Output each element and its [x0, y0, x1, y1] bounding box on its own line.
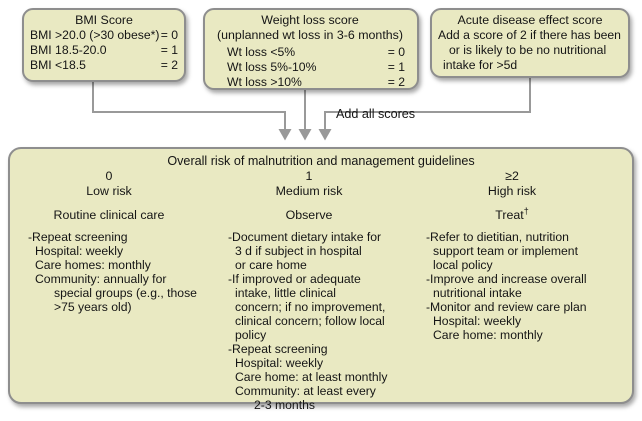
- bmi-row-label: BMI >20.0 (>30 obese*): [30, 28, 160, 42]
- guideline-line: nutritional intake: [433, 286, 522, 301]
- weight-loss-row-label: Wt loss <5%: [227, 45, 296, 59]
- bmi-row-label: BMI <18.5: [30, 58, 86, 72]
- guideline-line: policy: [235, 328, 267, 343]
- high-risk-action: Treat†: [412, 204, 612, 223]
- low-risk-label: Low risk: [86, 184, 132, 198]
- high-risk-action-sup: †: [523, 206, 529, 216]
- weight-loss-score-rows: Wt loss <5% = 0 Wt loss 5%-10% = 1 Wt lo…: [215, 45, 405, 90]
- acute-disease-text-line: intake for >5d: [443, 58, 518, 72]
- low-risk-action: Routine clinical care: [14, 204, 204, 223]
- bmi-box-title: BMI Score: [75, 13, 133, 27]
- weight-loss-row-label: Wt loss >10%: [227, 75, 302, 89]
- low-risk-action-text: Routine clinical care: [53, 208, 165, 223]
- medium-risk-label: Medium risk: [275, 184, 343, 198]
- weight-loss-score-row: Wt loss >10% = 2: [215, 75, 405, 90]
- weight-loss-box-title: Weight loss score: [261, 13, 359, 27]
- guideline-line: or care home: [235, 258, 307, 273]
- weight-loss-box-subtitle: (unplanned wt loss in 3-6 months): [217, 28, 403, 42]
- guideline-line: Community: annually for: [35, 272, 167, 287]
- high-risk-score: ≥2: [505, 169, 519, 183]
- low-risk-column: 0 Low risk Routine clinical care -Repeat…: [14, 169, 204, 314]
- guideline-line: -Repeat screening: [228, 342, 328, 357]
- bmi-row-value: = 1: [160, 43, 178, 57]
- low-risk-guidelines: -Repeat screening Hospital: weekly Care …: [28, 230, 204, 314]
- guideline-line: Hospital: weekly: [235, 356, 324, 371]
- guideline-line: -Repeat screening: [28, 230, 128, 245]
- bmi-row-value: = 0: [160, 28, 178, 42]
- guideline-line: -Document dietary intake for: [228, 230, 382, 245]
- high-risk-action-text: Treat: [495, 208, 524, 223]
- guideline-line: -Refer to dietitian, nutrition: [426, 230, 569, 245]
- weight-loss-row-label: Wt loss 5%-10%: [227, 60, 317, 74]
- guideline-line: special groups (e.g., those: [54, 286, 197, 301]
- guideline-line: -Monitor and review care plan: [426, 300, 587, 315]
- medium-risk-action-text: Observe: [285, 208, 333, 223]
- overall-risk-title: Overall risk of malnutrition and managem…: [167, 154, 475, 168]
- weight-loss-row-value: = 1: [387, 60, 405, 74]
- bmi-row-label: BMI 18.5-20.0: [30, 43, 107, 57]
- medium-risk-column: 1 Medium risk Observe -Document dietary …: [214, 169, 404, 412]
- bmi-score-row: BMI >20.0 (>30 obese*) = 0: [30, 28, 178, 43]
- guideline-line: >75 years old): [54, 300, 132, 315]
- guideline-line: clinical concern; follow local: [235, 314, 385, 329]
- acute-disease-connector-line: [324, 78, 531, 130]
- bmi-score-row: BMI 18.5-20.0 = 1: [30, 43, 178, 58]
- high-risk-column-header: ≥2 High risk Treat†: [412, 169, 612, 223]
- medium-risk-column-header: 1 Medium risk Observe: [214, 169, 404, 223]
- bmi-score-row: BMI <18.5 = 2: [30, 58, 178, 73]
- acute-disease-box-title: Acute disease effect score: [457, 13, 603, 27]
- guideline-line: -If improved or adequate: [228, 272, 361, 287]
- bmi-connector-line: [92, 82, 286, 130]
- guideline-line: Care home: at least monthly: [235, 370, 388, 385]
- acute-disease-text-line: Add a score of 2 if there has been: [438, 28, 621, 42]
- overall-risk-box: Overall risk of malnutrition and managem…: [8, 147, 634, 412]
- guideline-line: 3 d if subject in hospital: [235, 244, 362, 259]
- guideline-line: Care homes: monthly: [35, 258, 151, 273]
- weight-loss-score-box: Weight loss score (unplanned wt loss in …: [203, 8, 419, 90]
- bmi-row-value: = 2: [160, 58, 178, 72]
- guideline-line: Hospital: weekly: [35, 244, 124, 259]
- guideline-line: 2-3 months: [254, 398, 315, 413]
- acute-disease-score-box: Acute disease effect score Add a score o…: [430, 8, 630, 78]
- high-risk-guidelines: -Refer to dietitian, nutrition support t…: [426, 230, 612, 342]
- bmi-score-rows: BMI >20.0 (>30 obese*) = 0 BMI 18.5-20.0…: [30, 28, 178, 73]
- weight-loss-row-value: = 0: [387, 45, 405, 59]
- guideline-line: support team or implement: [433, 244, 578, 259]
- weight-loss-score-row: Wt loss 5%-10% = 1: [215, 60, 405, 75]
- medium-risk-guidelines: -Document dietary intake for 3 d if subj…: [228, 230, 404, 412]
- bmi-score-box: BMI Score BMI >20.0 (>30 obese*) = 0 BMI…: [22, 8, 186, 82]
- arrowhead-middle: [298, 129, 312, 141]
- guideline-line: Care home: monthly: [433, 328, 543, 343]
- medium-risk-score: 1: [305, 169, 313, 183]
- acute-disease-text-line: or is likely to be no nutritional: [449, 43, 607, 57]
- guideline-line: -Improve and increase overall: [426, 272, 587, 287]
- low-risk-score: 0: [105, 169, 113, 183]
- low-risk-column-header: 0 Low risk Routine clinical care: [14, 169, 204, 223]
- guideline-line: local policy: [433, 258, 493, 273]
- arrowhead-right: [318, 129, 332, 141]
- weight-loss-row-value: = 2: [387, 75, 405, 89]
- medium-risk-action: Observe: [214, 204, 404, 223]
- guideline-line: concern; if no improvement,: [235, 300, 386, 315]
- high-risk-label: High risk: [487, 184, 537, 198]
- arrowhead-left: [278, 129, 292, 141]
- guideline-line: Community: at least every: [235, 384, 376, 399]
- high-risk-column: ≥2 High risk Treat† -Refer to dietitian,…: [412, 169, 612, 342]
- guideline-line: Hospital: weekly: [433, 314, 522, 329]
- add-all-scores-label: Add all scores: [336, 107, 416, 121]
- guideline-line: intake, little clinical: [235, 286, 336, 301]
- weight-loss-score-row: Wt loss <5% = 0: [215, 45, 405, 60]
